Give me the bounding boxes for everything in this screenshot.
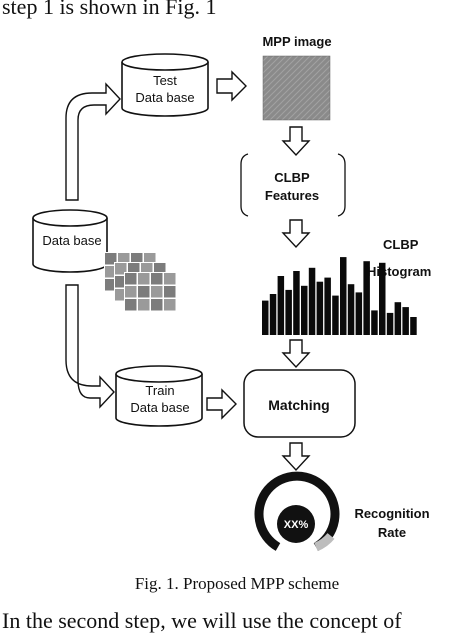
clbp-features-label-line1: CLBP bbox=[274, 170, 310, 185]
clbp-histogram-label-line1: CLBP bbox=[383, 237, 419, 252]
clbp-histogram bbox=[262, 257, 417, 335]
histogram-bar bbox=[324, 277, 331, 335]
recognition-rate-line2: Rate bbox=[378, 525, 406, 540]
train-db-label-line2: Data base bbox=[130, 400, 189, 415]
histogram-bar bbox=[402, 307, 409, 335]
train-database-cylinder: Train Data base bbox=[115, 365, 203, 427]
histogram-bar bbox=[371, 310, 378, 335]
histogram-bar bbox=[316, 281, 324, 335]
test-db-label-line1: Test bbox=[153, 73, 177, 88]
recognition-gauge: XX% bbox=[254, 471, 340, 552]
curved-arrow-to-train-db bbox=[65, 284, 115, 409]
test-db-label-line2: Data base bbox=[135, 90, 194, 105]
image-grid-stack bbox=[104, 252, 176, 312]
histogram-bar bbox=[379, 262, 386, 335]
arrow-train-to-matching bbox=[206, 388, 237, 420]
arrow-mpp-to-features bbox=[281, 126, 311, 157]
histogram-bar bbox=[340, 257, 347, 335]
test-database-cylinder: Test Data base bbox=[121, 53, 209, 117]
histogram-bar bbox=[410, 317, 417, 335]
histogram-bar bbox=[386, 312, 394, 335]
arrow-matching-to-gauge bbox=[281, 442, 311, 472]
mpp-image bbox=[262, 55, 331, 121]
bottom-body-text: In the second step, we will use the conc… bbox=[2, 608, 402, 633]
histogram-bar bbox=[394, 302, 402, 335]
histogram-bar bbox=[355, 292, 363, 335]
clbp-features-label-line2: Features bbox=[265, 188, 319, 203]
database-label: Data base bbox=[42, 233, 101, 248]
image-grid bbox=[124, 272, 176, 312]
figure-caption: Fig. 1. Proposed MPP scheme bbox=[134, 574, 340, 593]
arrow-features-to-histogram bbox=[281, 219, 311, 249]
recognition-rate-line1: Recognition bbox=[354, 506, 429, 521]
histogram-bar bbox=[308, 267, 316, 335]
curved-arrow-to-test-db bbox=[65, 82, 121, 201]
histogram-bar bbox=[363, 261, 370, 335]
histogram-bar bbox=[262, 300, 269, 335]
histogram-bar bbox=[293, 271, 300, 335]
gauge-value: XX% bbox=[284, 519, 309, 531]
mpp-image-title: MPP image bbox=[262, 34, 331, 49]
histogram-bar bbox=[285, 289, 292, 335]
arrow-test-to-mpp bbox=[216, 70, 247, 102]
clbp-features-box: CLBP Features bbox=[240, 153, 346, 217]
histogram-bar bbox=[301, 285, 308, 335]
database-cylinder: Data base bbox=[32, 209, 108, 273]
matching-box: Matching bbox=[243, 369, 356, 438]
top-body-text: step 1 is shown in Fig. 1 bbox=[2, 0, 217, 19]
histogram-bar bbox=[332, 295, 339, 335]
histogram-bar bbox=[277, 276, 285, 335]
arrow-histogram-to-matching bbox=[281, 339, 311, 369]
histogram-bar bbox=[347, 284, 355, 335]
histogram-bar bbox=[269, 294, 277, 335]
clbp-histogram-label-line2: Histogram bbox=[367, 264, 431, 279]
matching-label: Matching bbox=[268, 397, 329, 413]
train-db-label-line1: Train bbox=[145, 383, 174, 398]
